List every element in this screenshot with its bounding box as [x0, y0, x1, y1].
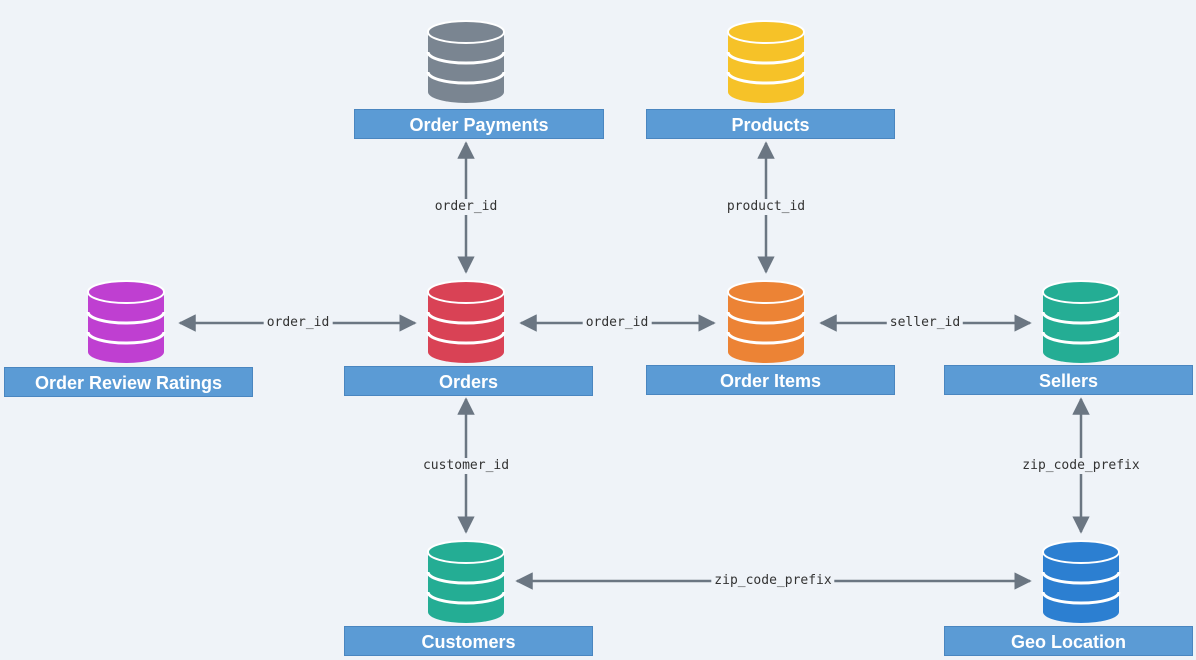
database-icon	[86, 280, 166, 363]
database-icon	[726, 20, 806, 103]
relation-key-label: product_id	[723, 199, 809, 215]
table-sellers[interactable]: Sellers	[944, 365, 1193, 395]
relation-key-label: seller_id	[886, 315, 964, 331]
table-orders[interactable]: Orders	[344, 366, 593, 396]
table-products[interactable]: Products	[646, 109, 895, 139]
relation-key-label: zip_code_prefix	[711, 573, 835, 589]
table-order-payments[interactable]: Order Payments	[354, 109, 604, 139]
database-icon	[1041, 280, 1121, 363]
table-order-review-ratings[interactable]: Order Review Ratings	[4, 367, 253, 397]
database-icon	[1041, 540, 1121, 623]
table-order-items[interactable]: Order Items	[646, 365, 895, 395]
relation-key-label: order_id	[582, 315, 652, 331]
database-icon	[426, 540, 506, 623]
relation-key-label: order_id	[263, 315, 333, 331]
database-icon	[726, 280, 806, 363]
database-icon	[426, 20, 506, 103]
table-customers[interactable]: Customers	[344, 626, 593, 656]
relation-key-label: zip_code_prefix	[1019, 458, 1143, 474]
relation-key-label: order_id	[431, 199, 501, 215]
database-icon	[426, 280, 506, 363]
table-geo-location[interactable]: Geo Location	[944, 626, 1193, 656]
relation-key-label: customer_id	[419, 458, 513, 474]
